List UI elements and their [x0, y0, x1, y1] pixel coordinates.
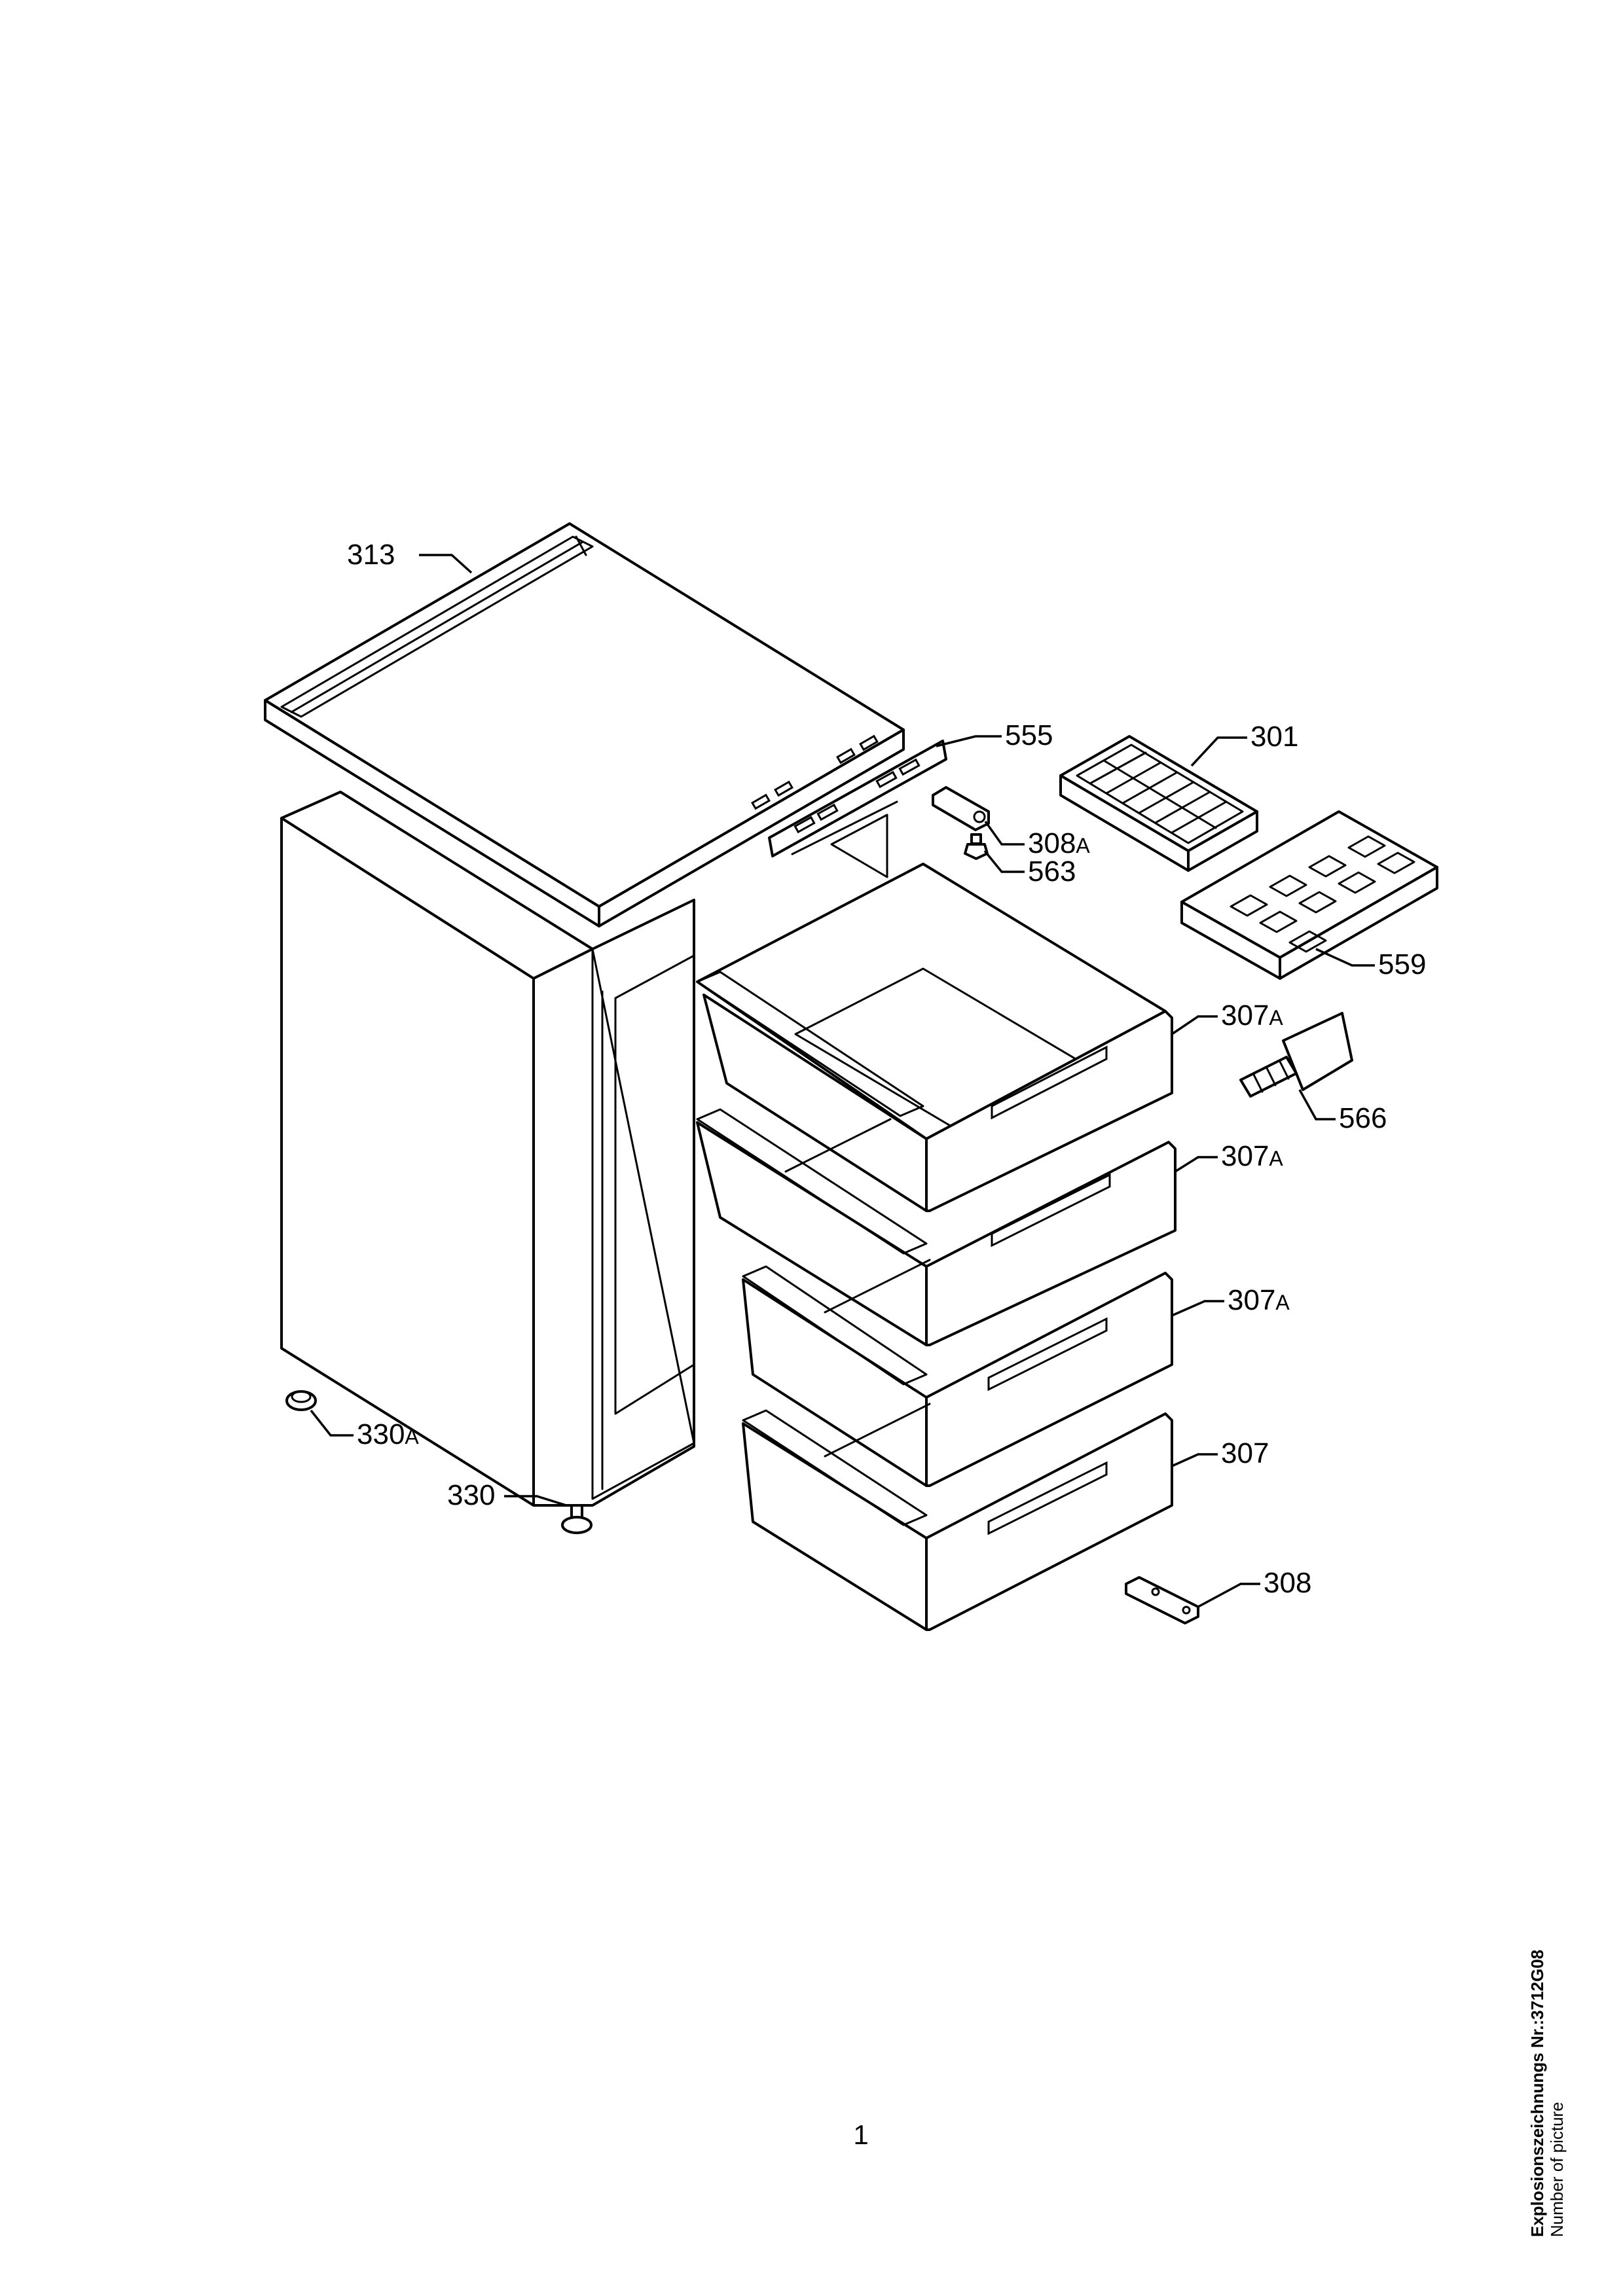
foot-part [561, 1504, 593, 1534]
lid-part [264, 522, 905, 927]
callout-555: 555 [1005, 719, 1053, 751]
cabinet-body [280, 791, 898, 1507]
callout-308: 308 [1264, 1567, 1311, 1599]
scraper-part [1239, 1012, 1353, 1098]
callout-308a: 308A [1028, 827, 1090, 859]
callout-307a-2: 307A [1221, 1140, 1283, 1172]
screw-part [964, 833, 989, 860]
hinge-top-part [932, 786, 990, 831]
ice-tray-part [1059, 735, 1258, 872]
foot-cap-part [285, 1390, 317, 1411]
callout-330: 330 [447, 1479, 495, 1511]
callout-307a-1: 307A [1221, 999, 1283, 1031]
drawer-part-4 [742, 1403, 1173, 1631]
callout-307a-3: 307A [1228, 1284, 1290, 1316]
drawer-part-3 [742, 1259, 1173, 1487]
callout-566: 566 [1339, 1102, 1387, 1134]
callout-313: 313 [347, 539, 395, 571]
callout-307: 307 [1221, 1437, 1269, 1469]
hinge-bottom-part [1125, 1576, 1199, 1624]
handle-strip-part [768, 740, 947, 857]
page-number: 1 [853, 2119, 869, 2150]
drawing-number-english: Number of picture [1547, 2102, 1567, 2237]
drawer-part-1 [696, 863, 1173, 1212]
drawing-number: Explosionszeichnungs Nr.:3712G08 [1527, 1949, 1547, 2237]
leader-lines [310, 554, 1375, 1608]
callout-301: 301 [1250, 721, 1298, 753]
callout-330a: 330A [357, 1418, 419, 1450]
drawing-caption: Explosionszeichnungs Nr.:3712G08 Number … [1527, 1950, 1567, 2237]
callout-559: 559 [1378, 948, 1426, 980]
callout-563: 563 [1028, 855, 1076, 888]
